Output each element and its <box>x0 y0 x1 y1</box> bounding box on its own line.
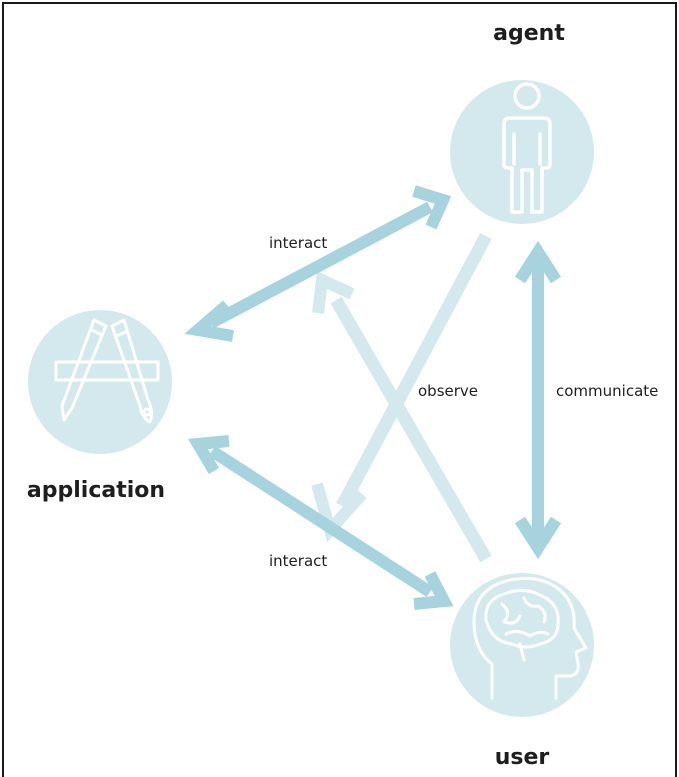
interact-label-top: interact <box>269 234 327 252</box>
communicate-arrow-agent-user <box>514 240 562 560</box>
interact-label-bottom: interact <box>269 552 327 570</box>
user-label: user <box>495 745 550 770</box>
agent-node-circle <box>450 80 594 224</box>
brain-head-icon <box>472 576 588 700</box>
interact-arrow-agent-application <box>184 185 452 342</box>
agent-label: agent <box>493 21 565 46</box>
application-label: application <box>27 478 165 503</box>
communicate-label: communicate <box>556 382 658 400</box>
user-node-circle <box>450 573 594 717</box>
person-icon <box>502 82 552 214</box>
application-node-circle <box>28 310 172 454</box>
interact-arrow-application-user <box>188 435 454 610</box>
observe-arrow-user-to-application <box>312 271 492 563</box>
app-store-pencil-brush-icon <box>54 318 160 424</box>
observe-label: observe <box>418 382 478 400</box>
